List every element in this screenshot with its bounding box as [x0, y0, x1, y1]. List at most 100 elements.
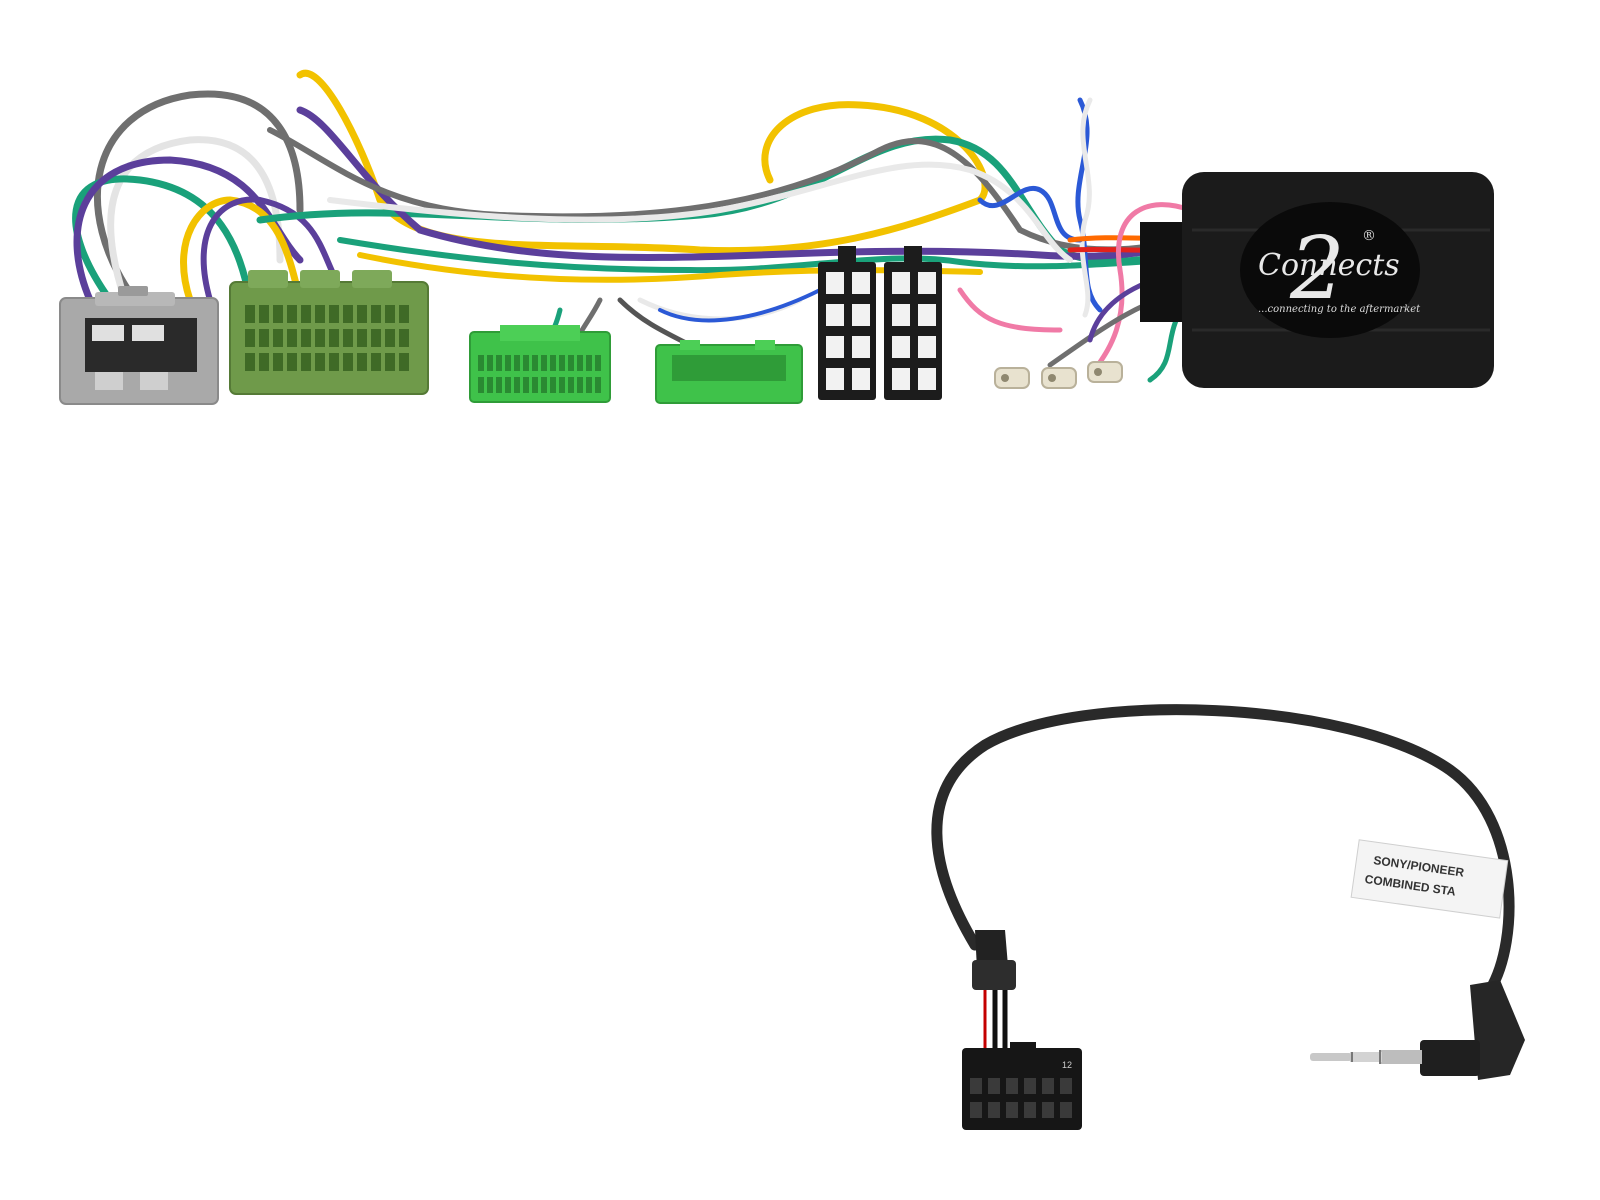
- twelve-pin-connector: 12: [962, 930, 1082, 1130]
- olive-green-connector: [229, 270, 429, 395]
- connector-pin: [595, 355, 601, 371]
- pin-count-label: 12: [1062, 1060, 1072, 1070]
- connector-pin: [514, 377, 520, 393]
- connector-pin: [1024, 1078, 1036, 1094]
- connector-pin: [918, 336, 936, 358]
- connector-pin: [245, 353, 255, 371]
- connector-pin: [399, 353, 409, 371]
- connector-pin: [826, 304, 844, 326]
- connector-pin: [541, 377, 547, 393]
- connector-pin: [478, 377, 484, 393]
- wire-grey: [93, 90, 304, 304]
- connector-pin: [586, 355, 592, 371]
- wire-blue-c3: [658, 288, 822, 323]
- brand-logo: 2 Connects ® ...connecting to the afterm…: [1258, 219, 1421, 319]
- logo-tagline: ...connecting to the aftermarket: [1258, 304, 1421, 315]
- connector-pin: [329, 353, 339, 371]
- connector-pin: [1060, 1078, 1072, 1094]
- connector-pin: [343, 329, 353, 347]
- connector-pin: [301, 329, 311, 347]
- connector-pin: [523, 377, 529, 393]
- connector-pin: [523, 355, 529, 371]
- connector-pin: [1006, 1078, 1018, 1094]
- connector-pin: [852, 304, 870, 326]
- connector-pin: [541, 355, 547, 371]
- connector-pin: [487, 355, 493, 371]
- wire-pink-2: [957, 287, 1063, 333]
- connector-pin: [385, 353, 395, 371]
- connector-pin: [826, 272, 844, 294]
- logo-registered: ®: [1362, 228, 1376, 244]
- connector-pin: [532, 355, 538, 371]
- connector-pin: [371, 353, 381, 371]
- connector-pin: [259, 353, 269, 371]
- connector-pin: [577, 377, 583, 393]
- wire-bundle: [72, 69, 1204, 383]
- connector-pin: [1024, 1102, 1036, 1118]
- connector-pin: [329, 329, 339, 347]
- connector-pin: [371, 329, 381, 347]
- connector-pin: [259, 329, 269, 347]
- connector-pin: [852, 272, 870, 294]
- audio-jack: [1310, 980, 1525, 1080]
- connector-pin: [385, 329, 395, 347]
- connector-pin: [918, 272, 936, 294]
- connector-pin: [852, 336, 870, 358]
- steering-control-cable: SONY/PIONEER COMBINED STA 12: [931, 704, 1525, 1130]
- connector-pin: [577, 355, 583, 371]
- green-connector-large: [655, 340, 803, 404]
- connector-pin: [496, 355, 502, 371]
- black-iso-connector-left: [818, 246, 876, 400]
- connector-pin: [550, 355, 556, 371]
- black-iso-connector-right: [884, 246, 942, 400]
- connector-pin: [301, 353, 311, 371]
- logo-brand: Connects: [1258, 248, 1400, 283]
- wire-white-twist: [1079, 97, 1093, 318]
- connector-pin: [315, 353, 325, 371]
- connector-pin: [245, 329, 255, 347]
- connector-pin: [532, 377, 538, 393]
- connector-pin: [988, 1102, 1000, 1118]
- connector-pin: [315, 305, 325, 323]
- connector-pin: [505, 377, 511, 393]
- wire-white-main: [327, 161, 1073, 263]
- connector-pin: [273, 329, 283, 347]
- connector-pin: [385, 305, 395, 323]
- interface-module: 2 Connects ® ...connecting to the afterm…: [1140, 172, 1494, 388]
- connector-pin: [329, 305, 339, 323]
- cable-label: SONY/PIONEER COMBINED STA: [1350, 839, 1509, 919]
- connector-pin: [852, 368, 870, 390]
- connector-pin: [1060, 1102, 1072, 1118]
- connector-pin: [343, 305, 353, 323]
- connector-pin: [568, 355, 574, 371]
- connector-pin: [505, 355, 511, 371]
- green-connector-small: [469, 325, 611, 403]
- connector-pin: [550, 377, 556, 393]
- wire-yellow: [296, 69, 989, 255]
- connector-pin: [371, 305, 381, 323]
- connector-pin: [892, 368, 910, 390]
- connector-pin: [970, 1102, 982, 1118]
- connector-pin: [315, 329, 325, 347]
- wire-blue-twist-2: [977, 185, 1083, 243]
- connector-pin: [1006, 1102, 1018, 1118]
- connector-pin: [301, 305, 311, 323]
- connector-pin: [1042, 1102, 1054, 1118]
- wire-purple-2: [200, 196, 353, 303]
- connector-pin: [826, 368, 844, 390]
- connector-pin: [357, 353, 367, 371]
- connector-pin: [970, 1078, 982, 1094]
- connector-pin: [826, 336, 844, 358]
- connector-pin: [892, 304, 910, 326]
- connector-pin: [259, 305, 269, 323]
- wire-green-2: [337, 237, 1203, 274]
- connector-pin: [357, 305, 367, 323]
- connector-pin: [1042, 1078, 1054, 1094]
- connector-pin: [892, 336, 910, 358]
- connector-pin: [273, 353, 283, 371]
- connector-pin: [245, 305, 255, 323]
- wire-white: [107, 136, 284, 304]
- ring-terminals: [994, 361, 1123, 389]
- connector-pin: [399, 305, 409, 323]
